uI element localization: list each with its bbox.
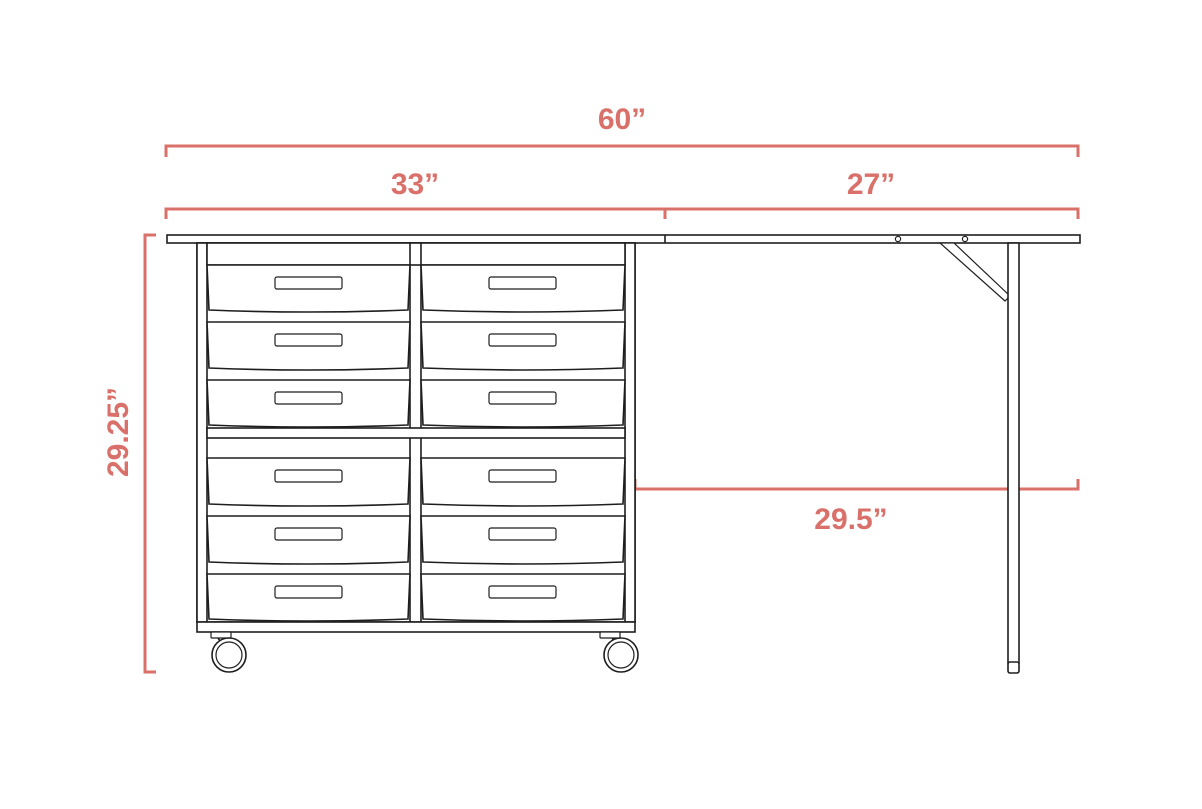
dimension-extension-width: 27”	[665, 168, 1080, 219]
desk-top	[166, 234, 1081, 244]
drawer-column-left	[206, 264, 411, 622]
drawer-handle[interactable]	[488, 276, 557, 290]
cabinet-width-label: 33”	[391, 168, 439, 201]
drawer-handle[interactable]	[488, 469, 557, 483]
drawer[interactable]	[420, 573, 626, 622]
drawer-handle[interactable]	[488, 527, 557, 541]
dimension-cabinet-width: 33”	[164, 168, 667, 219]
drawer-handle[interactable]	[274, 585, 343, 599]
drawer[interactable]	[206, 573, 411, 622]
drawer[interactable]	[206, 321, 411, 371]
overall-width-label: 60”	[598, 103, 646, 136]
caster-wheel-right	[599, 631, 639, 673]
drawer-handle[interactable]	[488, 585, 557, 599]
drawer[interactable]	[206, 379, 411, 428]
drawer[interactable]	[206, 264, 411, 313]
caster-wheel-left	[210, 631, 247, 673]
drawer[interactable]	[420, 457, 626, 507]
drawer[interactable]	[420, 264, 626, 313]
drawer-handle[interactable]	[488, 333, 557, 347]
drawer-column-right	[420, 264, 626, 622]
drawer-handle[interactable]	[274, 391, 343, 405]
drawer[interactable]	[206, 515, 411, 565]
drawer[interactable]	[206, 457, 411, 507]
knee-clearance-label: 29.5”	[814, 503, 887, 536]
drawer-handle[interactable]	[274, 333, 343, 347]
drawer[interactable]	[420, 379, 626, 428]
height-label: 29.25”	[102, 387, 135, 477]
dimension-overall-width: 60”	[164, 103, 1080, 157]
drawer-handle[interactable]	[274, 527, 343, 541]
drawer[interactable]	[420, 515, 626, 565]
folding-leg	[938, 242, 1020, 674]
dimension-height: 29.25”	[102, 233, 156, 674]
extension-width-label: 27”	[847, 168, 895, 201]
drawer-handle[interactable]	[274, 276, 343, 290]
drawer-handle[interactable]	[488, 391, 557, 405]
drawer[interactable]	[420, 321, 626, 371]
storage-cabinet	[196, 242, 639, 673]
drawer-handle[interactable]	[274, 469, 343, 483]
